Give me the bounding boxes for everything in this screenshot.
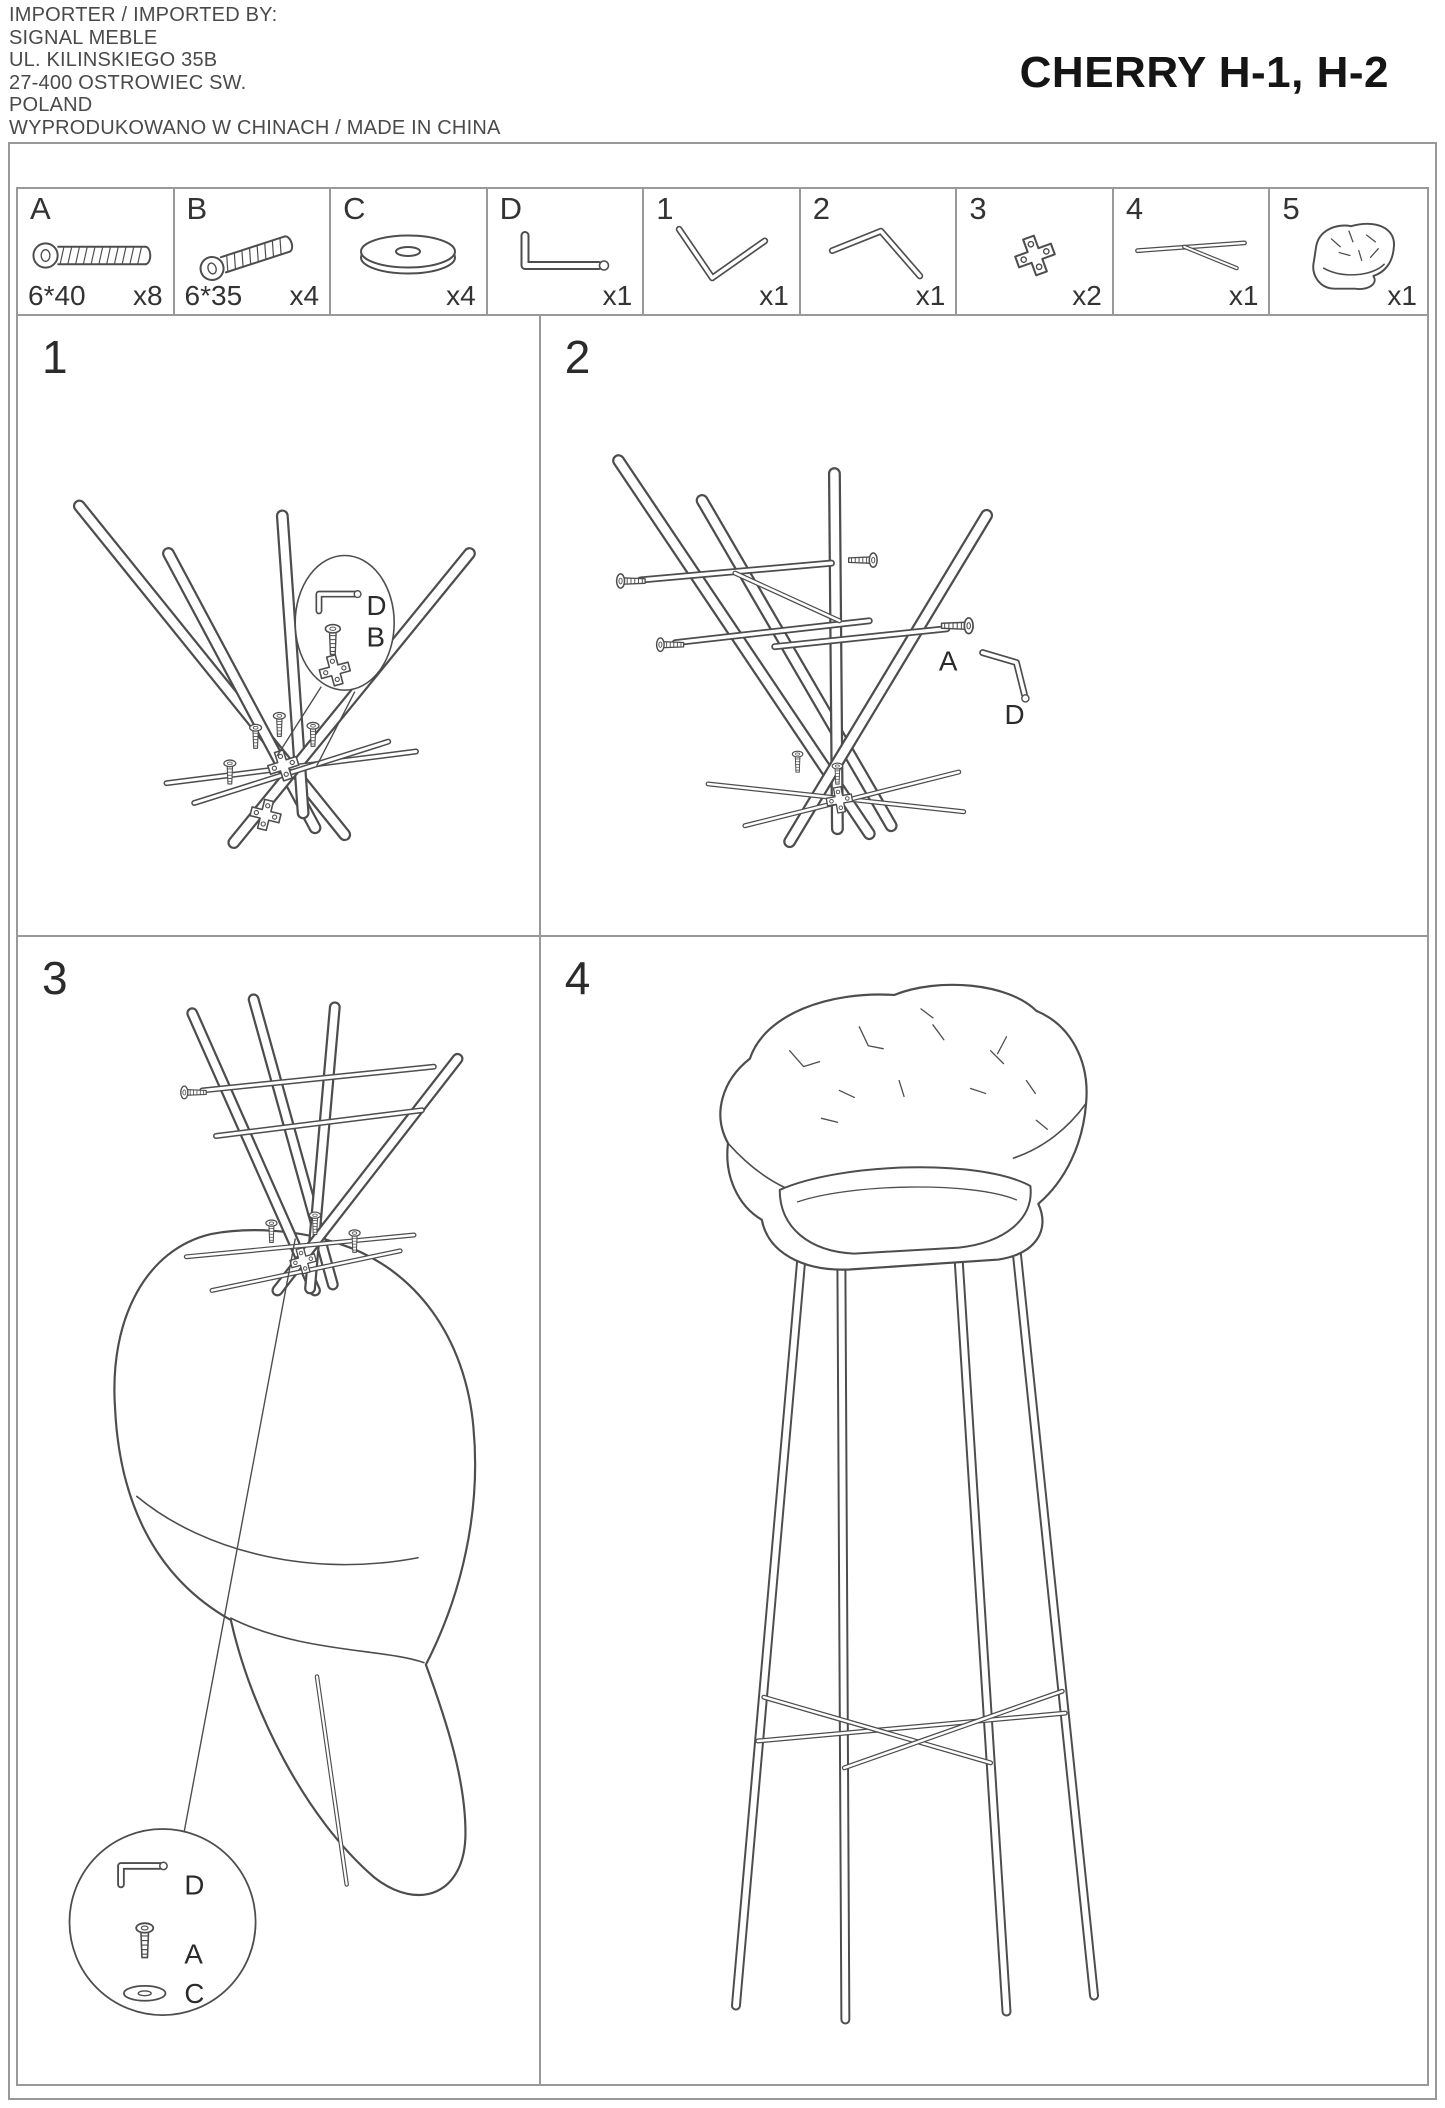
detail-balloon xyxy=(294,554,395,691)
bent-bar-icon xyxy=(819,219,937,296)
part-qty: x1 xyxy=(1228,280,1259,311)
part-cell-2: 2 x1 xyxy=(801,189,958,314)
bolt-short-icon xyxy=(193,225,311,290)
part-meta: x1 xyxy=(811,280,946,312)
content-frame: A 6*40 x8 B xyxy=(8,142,1437,2100)
step-3-panel: 3 xyxy=(18,936,541,2084)
v-footrest-icon xyxy=(662,219,780,296)
step-number: 1 xyxy=(42,331,68,383)
part-meta: x1 xyxy=(1124,280,1259,312)
part-meta: 6*40 x8 xyxy=(28,280,163,312)
step-4-panel: 4 xyxy=(541,937,1427,2084)
balloon-leader-line xyxy=(183,1237,296,1832)
part-cell-1: 1 x1 xyxy=(644,189,801,314)
balloon-leader-line xyxy=(276,686,356,767)
assembly-steps: 1 xyxy=(16,316,1429,2086)
part-meta: x4 xyxy=(341,280,476,312)
part-cell-c: C x4 xyxy=(331,189,488,314)
part-qty: x4 xyxy=(289,280,320,311)
seat-shell xyxy=(113,1228,477,1896)
part-cell-3: 3 x2 xyxy=(957,189,1114,314)
part-qty: x1 xyxy=(915,280,946,311)
step-4-diagram xyxy=(719,983,1099,2025)
part-id: D xyxy=(499,191,523,226)
part-id: C xyxy=(343,191,366,226)
part-cell-d: D x1 xyxy=(488,189,645,314)
bolt-icon xyxy=(847,552,878,568)
callout-label-d: D xyxy=(184,1869,204,1900)
part-id: 4 xyxy=(1125,191,1144,226)
callout-label-b: B xyxy=(366,622,384,653)
part-meta: x2 xyxy=(967,280,1102,312)
part-meta: 6*35 x4 xyxy=(185,280,320,312)
part-meta: x1 xyxy=(498,280,633,312)
part-id: B xyxy=(186,191,208,226)
part-id: 1 xyxy=(656,191,674,226)
importer-block: IMPORTER / IMPORTED BY: SIGNAL MEBLE UL.… xyxy=(9,4,501,139)
stool-legs xyxy=(730,1244,1099,2025)
step-2-panel: 2 xyxy=(540,316,1427,937)
part-id: 5 xyxy=(1282,191,1300,226)
header-line: POLAND xyxy=(9,94,93,116)
step-number: 4 xyxy=(564,951,591,1004)
header-line: WYPRODUKOWANO W CHINACH / MADE IN CHINA xyxy=(9,116,501,139)
header-line: IMPORTER / IMPORTED BY: xyxy=(9,4,278,26)
parts-list: A 6*40 x8 B xyxy=(16,187,1429,316)
part-meta: x1 xyxy=(654,280,789,312)
leg-base-frame xyxy=(611,454,993,849)
detail-balloon xyxy=(68,1827,257,2016)
callout-label-a: A xyxy=(184,1938,203,1969)
step-number: 3 xyxy=(42,951,68,1004)
footrest-bars xyxy=(755,1688,1068,1770)
callout-label-d: D xyxy=(1004,699,1024,730)
part-qty: x1 xyxy=(1387,280,1417,311)
header-line: 27-400 OSTROWIEC SW. xyxy=(9,71,247,94)
part-qty: x1 xyxy=(602,280,633,311)
callout-label-d: D xyxy=(366,590,386,621)
allen-key-icon xyxy=(509,227,621,288)
bolt-long-icon xyxy=(31,232,159,283)
callout-label-c: C xyxy=(184,1978,204,2009)
tufting-lines xyxy=(788,1007,1048,1130)
part-id: 3 xyxy=(969,191,987,226)
header-line: SIGNAL MEBLE xyxy=(9,26,158,49)
header-line: UL. KILINSKIEGO 35B xyxy=(9,49,218,71)
seat-shell xyxy=(719,983,1088,1271)
washer-icon xyxy=(347,226,469,289)
part-size: 6*35 xyxy=(184,280,243,311)
part-cell-4: 4 x1 xyxy=(1114,189,1271,314)
bolt-icon xyxy=(615,573,646,589)
step-2-diagram: A D xyxy=(611,454,1030,849)
part-meta: x1 xyxy=(1280,280,1417,312)
step-1-panel: 1 xyxy=(18,316,541,937)
product-title: CHERRY H-1, H-2 xyxy=(1019,48,1389,97)
part-qty: x8 xyxy=(132,280,163,311)
stretcher-bar-icon xyxy=(1128,221,1254,294)
part-id: A xyxy=(30,191,51,226)
seat-shell-icon xyxy=(1293,215,1405,300)
part-qty: x2 xyxy=(1072,280,1102,311)
part-cell-a: A 6*40 x8 xyxy=(18,189,175,314)
part-cell-b: B 6*35 x4 xyxy=(175,189,332,314)
step-3-diagram: D A C xyxy=(68,993,477,2016)
washer-icon xyxy=(123,1984,167,2002)
part-cell-5: 5 x1 xyxy=(1270,189,1427,314)
allen-key-icon xyxy=(978,649,1030,703)
part-qty: x1 xyxy=(759,280,789,311)
callout-label-a: A xyxy=(939,646,958,677)
bolt-icon xyxy=(272,711,286,738)
leg-base-frame xyxy=(72,499,476,850)
bolt-icon xyxy=(791,750,804,773)
step-number: 2 xyxy=(564,331,591,383)
part-size: 6*40 xyxy=(28,280,86,311)
part-qty: x4 xyxy=(446,280,476,311)
step-1-diagram: D B xyxy=(72,499,476,850)
part-id: 2 xyxy=(812,191,831,226)
